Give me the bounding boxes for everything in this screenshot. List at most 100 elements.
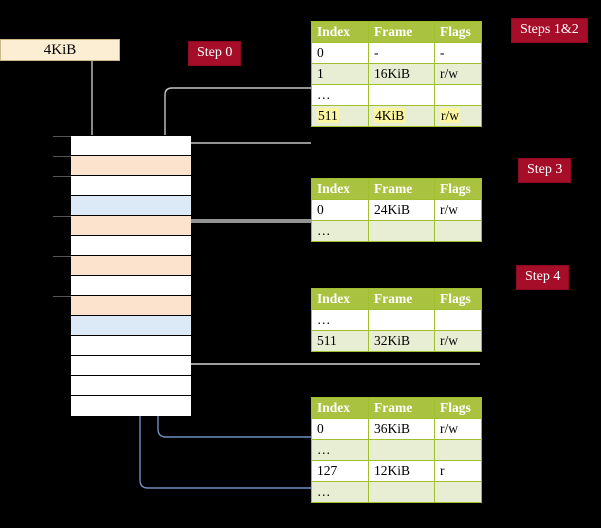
table-cell-flags: - <box>434 42 482 64</box>
column-header-flags: Flags <box>434 288 482 310</box>
column-header-index: Index <box>311 288 369 310</box>
column-header-frame: Frame <box>368 21 435 43</box>
table-row: … <box>311 439 482 461</box>
memory-frame-row <box>71 336 191 356</box>
table-cell-frame: 32KiB <box>368 330 435 352</box>
table-cell-index: … <box>311 481 369 503</box>
memory-frame-tick <box>53 136 71 137</box>
memory-frame-row <box>53 136 191 156</box>
table-cell-index: 0 <box>311 199 369 221</box>
table-cell-frame: 4KiB <box>368 105 435 127</box>
column-header-flags: Flags <box>434 178 482 200</box>
table-cell-frame <box>368 439 435 461</box>
column-header-frame: Frame <box>368 397 435 419</box>
wire-memory-to-l3 <box>175 221 311 233</box>
step-0-label: Step 0 <box>197 45 233 60</box>
column-header-frame: Frame <box>368 288 435 310</box>
table-cell-index: … <box>311 439 369 461</box>
memory-frame-row <box>53 296 191 316</box>
table-cell-flags <box>434 309 482 331</box>
table-cell-index: … <box>311 220 369 242</box>
table-cell-frame: - <box>368 42 435 64</box>
steps-1-2-badge: Steps 1&2 <box>511 18 588 43</box>
memory-frame-row <box>53 256 191 276</box>
memory-frame-row <box>71 396 191 416</box>
memory-frame-row <box>53 156 191 176</box>
table-cell-index: 127 <box>311 460 369 482</box>
table-cell-flags: r/w <box>434 330 482 352</box>
memory-frame-tick <box>53 176 71 177</box>
memory-frame-row <box>71 356 191 376</box>
table-cell-frame <box>368 84 435 106</box>
column-header-flags: Flags <box>434 21 482 43</box>
memory-frame-tick <box>53 216 71 217</box>
column-header-flags: Flags <box>434 397 482 419</box>
memory-frame-tick <box>53 296 71 297</box>
table-cell-flags: r/w <box>434 63 482 85</box>
column-header-index: Index <box>311 397 369 419</box>
table-row: … <box>311 481 482 503</box>
table-cell-flags: r/w <box>434 105 482 127</box>
table-row: … <box>311 220 482 242</box>
step-3-badge: Step 3 <box>518 158 572 183</box>
memory-frame-row <box>53 176 191 196</box>
table-row: 0-- <box>311 42 482 64</box>
memory-frame-tick <box>53 156 71 157</box>
table-cell-flags <box>434 439 482 461</box>
table-cell-flags: r <box>434 460 482 482</box>
table-cell-flags <box>434 220 482 242</box>
table-cell-frame: 36KiB <box>368 418 435 440</box>
table-cell-index: 0 <box>311 42 369 64</box>
physical-memory-frames <box>53 135 191 416</box>
table-row: … <box>311 84 482 106</box>
memory-frame-row <box>71 316 191 336</box>
table-cell-index: 0 <box>311 418 369 440</box>
table-cell-frame <box>368 309 435 331</box>
column-header-index: Index <box>311 178 369 200</box>
table-cell-frame <box>368 220 435 242</box>
table-cell-frame: 24KiB <box>368 199 435 221</box>
column-header-index: Index <box>311 21 369 43</box>
memory-frame-row <box>71 376 191 396</box>
table-cell-index: 1 <box>311 63 369 85</box>
table-cell-index: 511 <box>311 105 369 127</box>
table-cell-flags: r/w <box>434 199 482 221</box>
step-3-label: Step 3 <box>527 162 563 177</box>
memory-frame-row <box>71 196 191 216</box>
memory-frame-tick <box>53 256 71 257</box>
table-cell-flags: r/w <box>434 418 482 440</box>
table-cell-flags <box>434 481 482 503</box>
table-row: … <box>311 309 482 331</box>
table-cell-flags <box>434 84 482 106</box>
table-cell-index: … <box>311 309 369 331</box>
table-cell-frame: 12KiB <box>368 460 435 482</box>
table-cell-index: 511 <box>311 330 369 352</box>
table-cell-index: … <box>311 84 369 106</box>
step-4-label: Step 4 <box>525 269 561 284</box>
memory-frame-row <box>53 216 191 236</box>
step-4-badge: Step 4 <box>516 265 570 290</box>
size-callout-label: 4KiB <box>43 41 77 58</box>
column-header-frame: Frame <box>368 178 435 200</box>
table-cell-frame <box>368 481 435 503</box>
table-cell-frame: 16KiB <box>368 63 435 85</box>
step-0-badge: Step 0 <box>188 41 242 66</box>
size-callout: 4KiB <box>0 39 120 61</box>
memory-frame-row <box>71 236 191 256</box>
memory-frame-row <box>71 276 191 296</box>
steps-1-2-label: Steps 1&2 <box>520 22 579 37</box>
